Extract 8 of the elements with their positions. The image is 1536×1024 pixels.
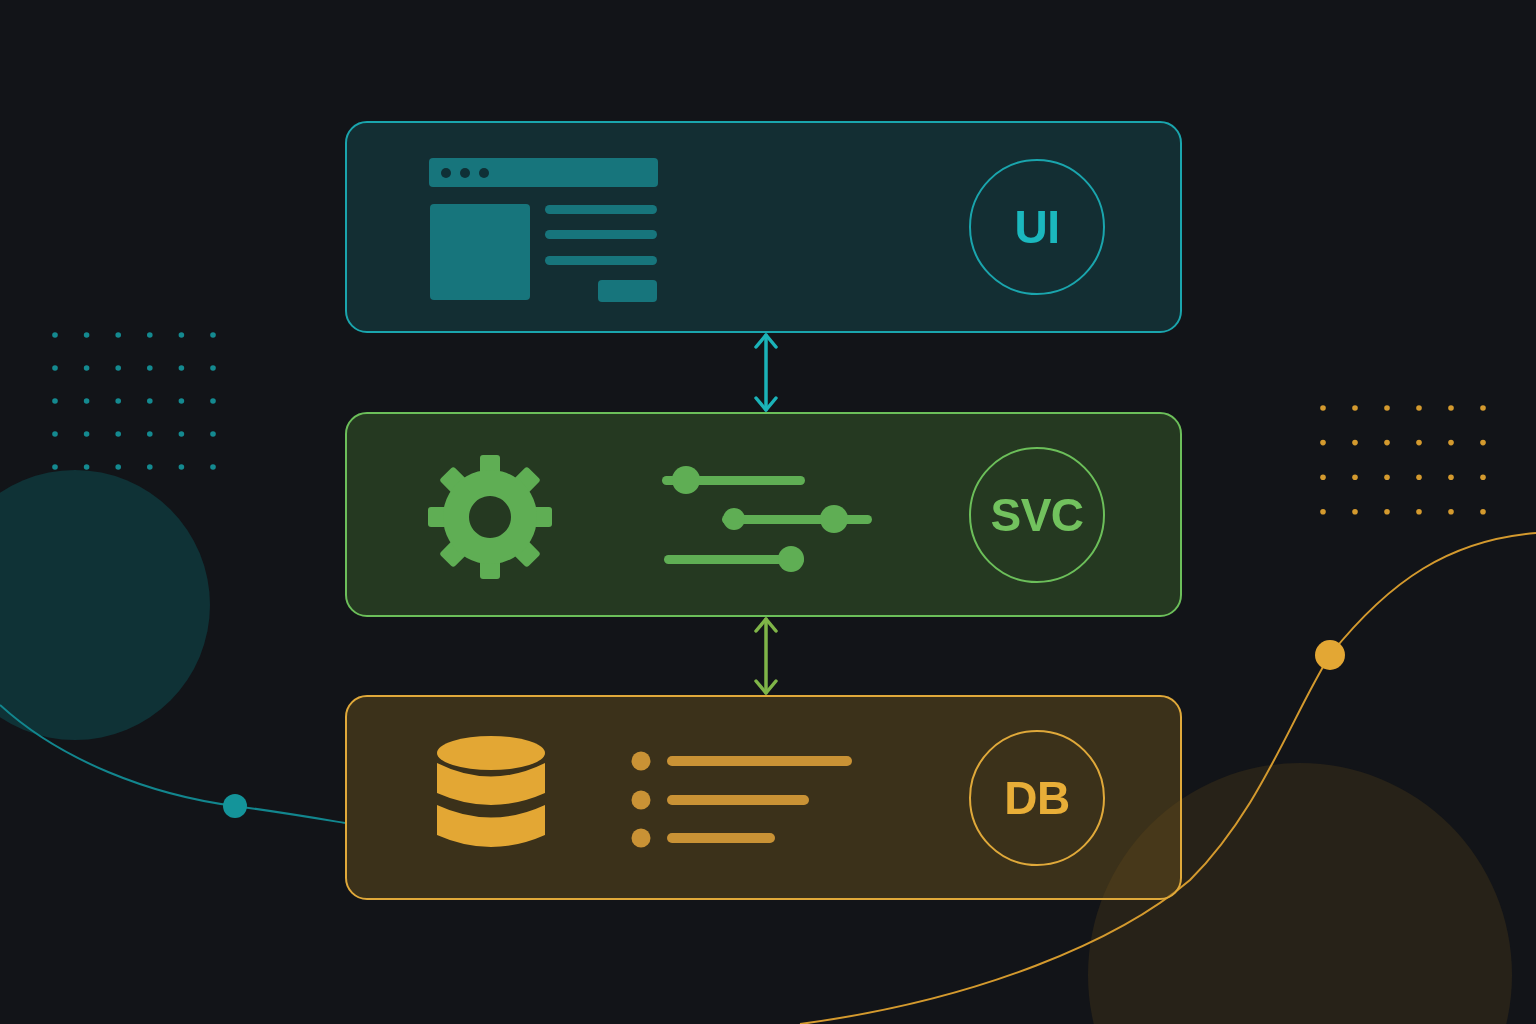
label-circle: SVC — [969, 446, 1105, 583]
layer-panel — [345, 695, 1182, 900]
layer-panel — [345, 121, 1182, 333]
label-circle: UI — [969, 159, 1105, 295]
label-circle: DB — [969, 729, 1105, 866]
double-arrow — [754, 617, 778, 695]
layer-panel — [345, 412, 1182, 617]
double-arrow — [754, 333, 778, 412]
